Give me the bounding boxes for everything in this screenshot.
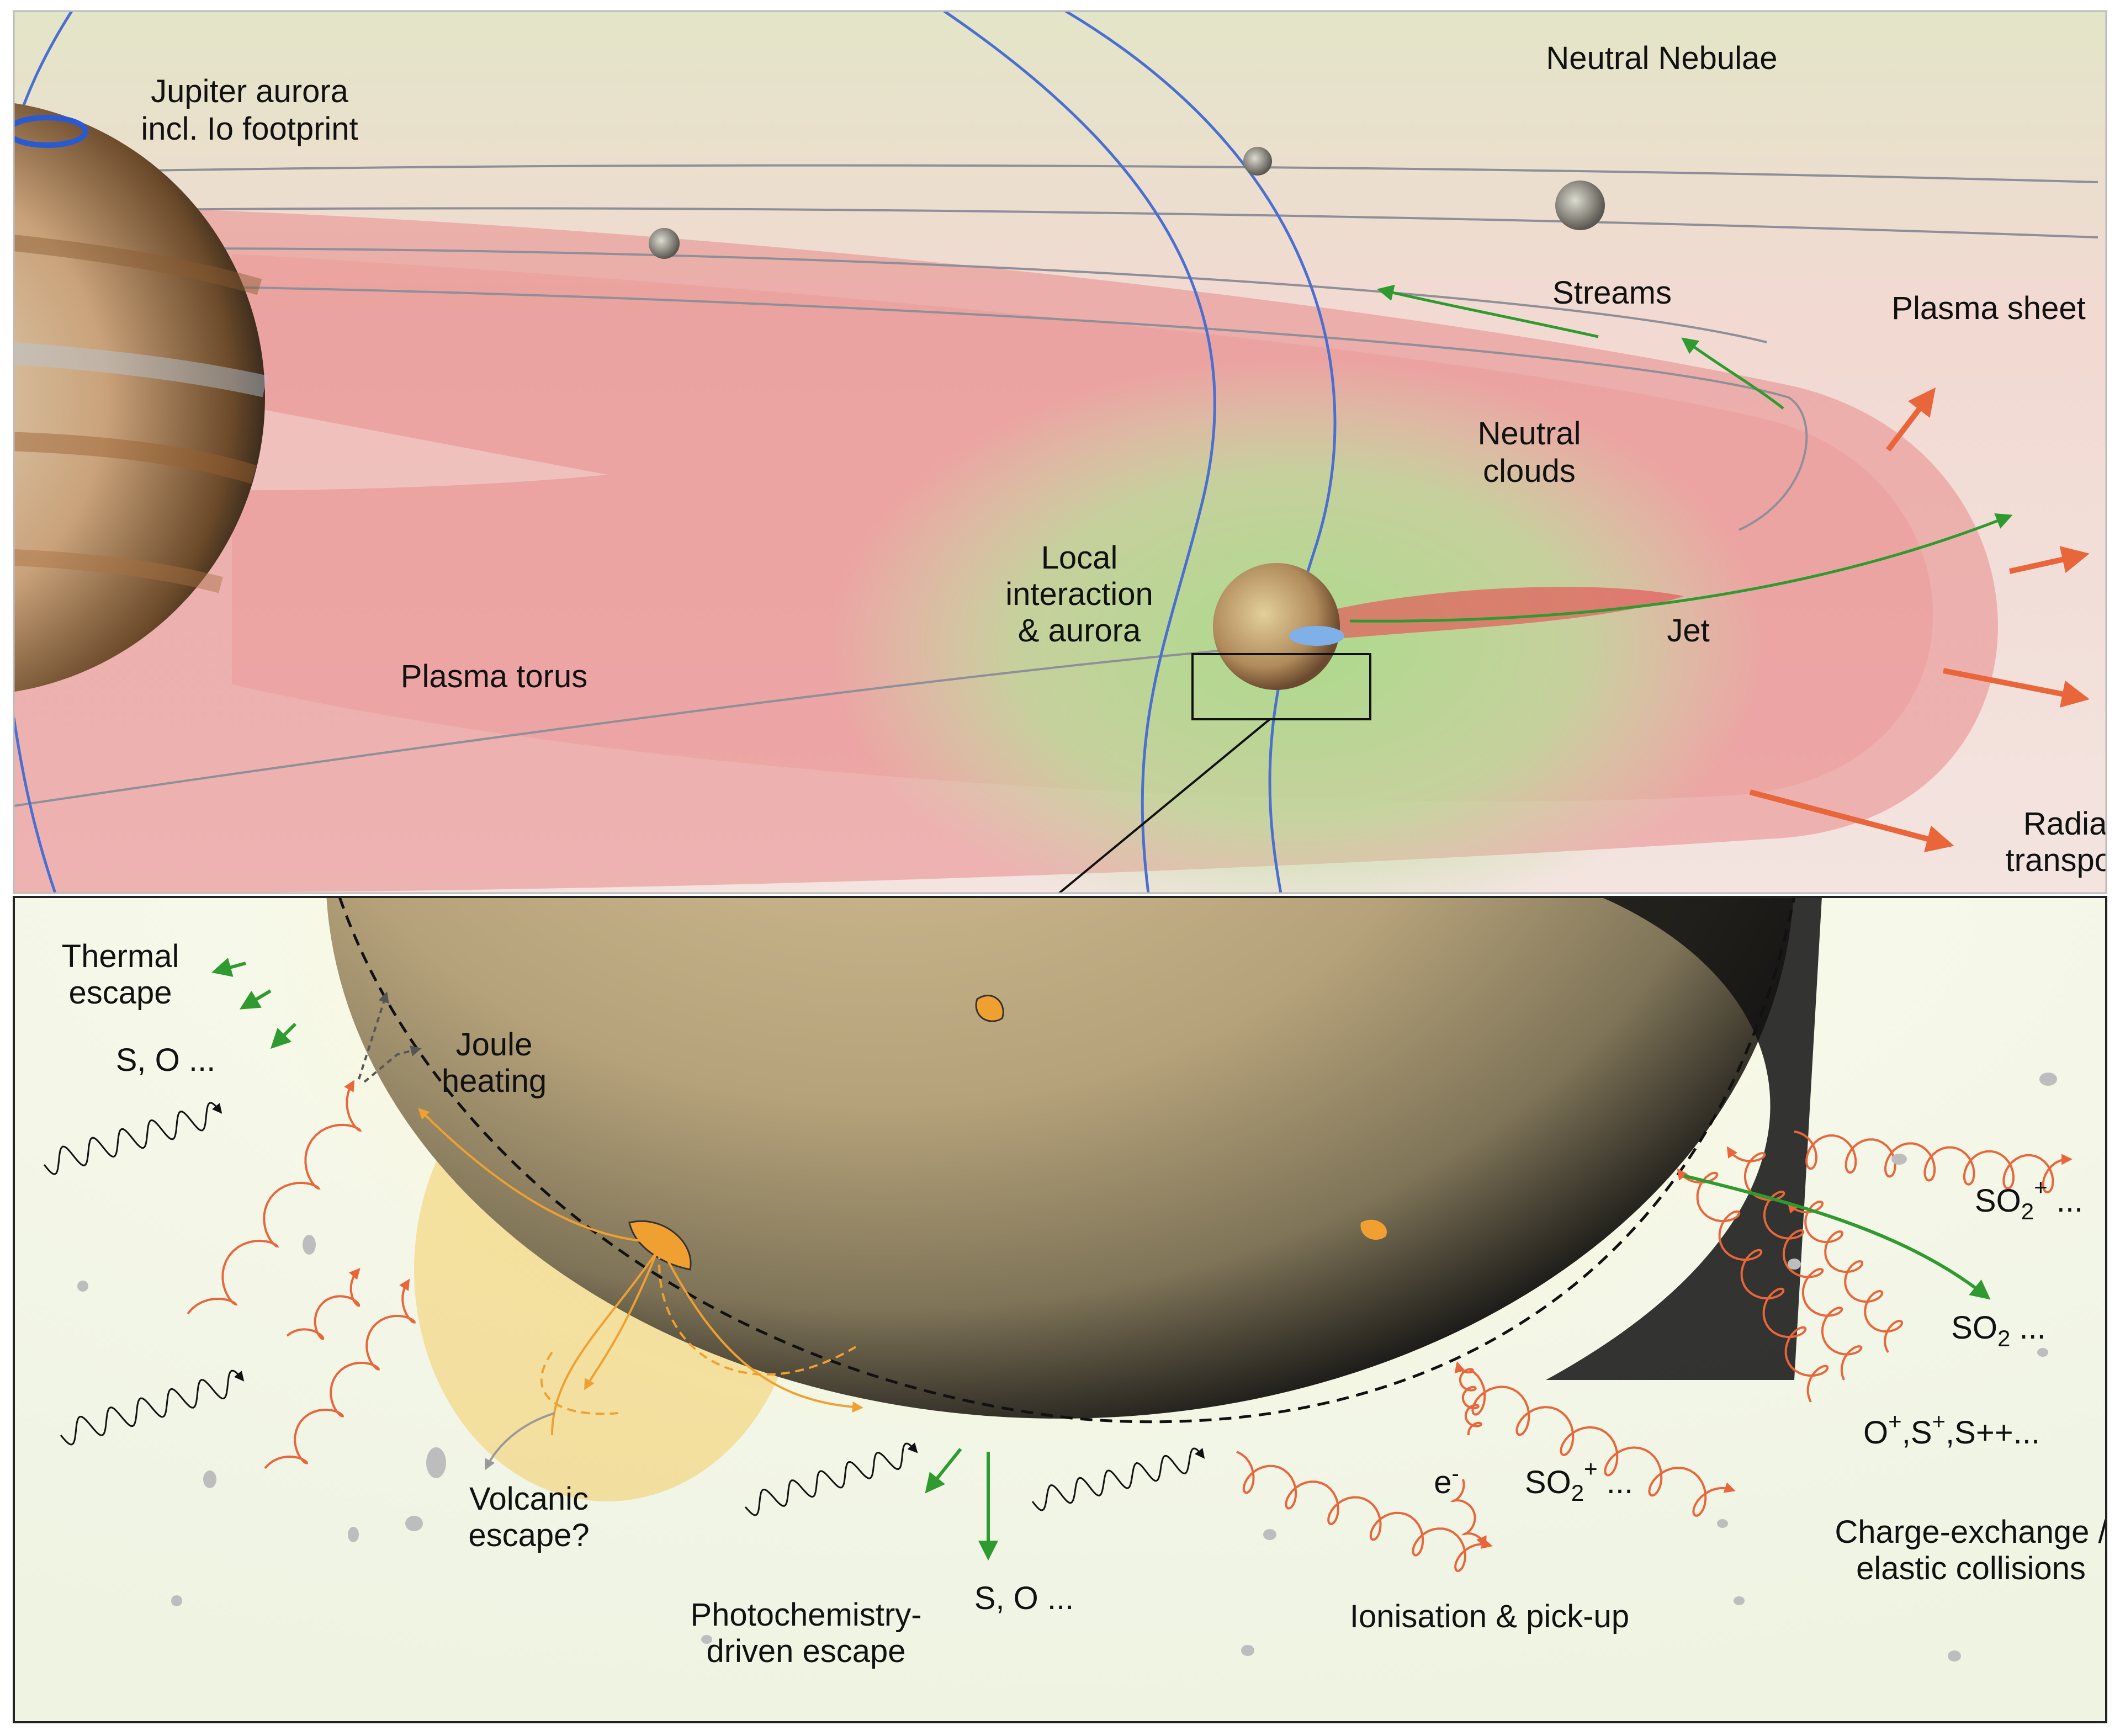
jupiter [14,103,265,692]
photon-arrows [43,1102,1205,1516]
photon-arrow [744,1442,918,1516]
gyro-arrow [1787,1200,1904,1353]
label-ionisation-pickup: Ionisation & pick-up [1350,1599,1629,1634]
magnetic-field-lines [14,11,1337,893]
volcano-3 [1360,1219,1387,1240]
gyro-arrow [1236,1451,1493,1572]
jupiter-aurora-oval [14,115,88,148]
orbit-lines [14,164,2098,807]
photon-arrow [1031,1447,1205,1511]
particles [77,1073,2057,1661]
zoom-connector [1057,718,1271,893]
gyro-arrow [264,1278,416,1469]
label-so2-neutral: SO2 ... [1951,1310,2046,1351]
volcano-1 [975,995,1004,1022]
gyro-arrow [1794,1130,2073,1194]
moon-ganymede [1243,147,1272,176]
green-escape-arrows [211,958,1991,1561]
label-plasma-sheet: Plasma sheet [1891,290,2085,326]
label-s-o-left: S, O ... [116,1042,216,1078]
label-so2-ion-right: SO2+ ... [1975,1174,2083,1224]
photon-arrow [43,1102,222,1175]
gyro-arrow [1677,1168,1829,1403]
label-s-o-bottom: S, O ... [974,1580,1074,1616]
label-charge-exchange: Charge-exchange /elastic collisions [1835,1514,2107,1586]
label-photochemistry-escape: Photochemistry-driven escape [690,1597,921,1669]
gyro-arrow [1450,1479,1487,1548]
photon-arrow [60,1369,245,1446]
label-electron: e- [1434,1462,1459,1500]
joule-heating-arrows [358,991,422,1083]
zoom-box [1191,653,1371,720]
io-small [1213,563,1340,690]
jupiter-bands [14,235,268,593]
gyro-arrows [187,1080,2073,1572]
radial-transport-arrows [1749,387,2090,852]
io-large [326,897,1794,1419]
gyro-arrow [187,1080,362,1315]
gyro-arrow [1467,1368,1736,1517]
io-aurora-spot [1289,626,1344,646]
label-streams: Streams [1552,275,1672,311]
green-arrows [1349,284,2013,623]
gyro-arrow [286,1268,361,1340]
io-wake [1319,587,1684,640]
label-ions: O+,S+,S++... [1863,1408,2040,1451]
gyro-arrow [1726,1146,1863,1381]
label-so2-ion-mid: SO2+ ... [1525,1456,1633,1506]
exobase-line [338,897,1796,1424]
label-jet: Jet [1667,613,1709,649]
label-plasma-torus: Plasma torus [401,659,587,694]
moon-callisto [1555,180,1605,230]
moon-europa [649,228,680,259]
label-neutral-nebulae: Neutral Nebulae [1546,40,1777,76]
volcanic-plumes [418,1108,863,1436]
